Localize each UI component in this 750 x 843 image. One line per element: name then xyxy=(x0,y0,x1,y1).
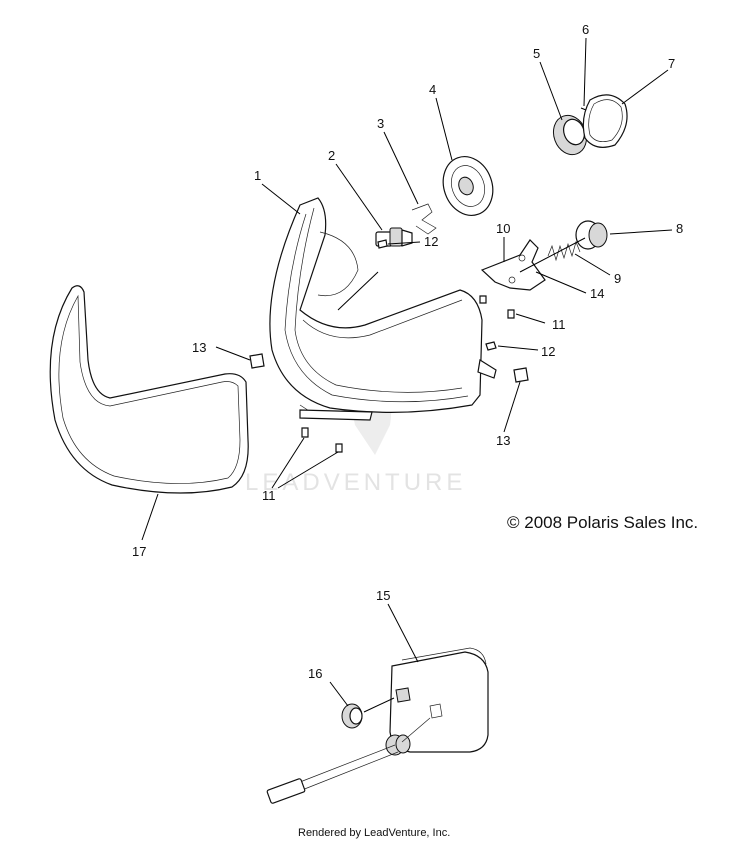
footer-text: Rendered by LeadVenture, Inc. xyxy=(298,827,450,839)
ring-gasket-part-7 xyxy=(582,94,628,148)
callout-12-top: 12 xyxy=(424,234,438,249)
callout-11-left: 11 xyxy=(262,488,276,503)
wiring-harness xyxy=(266,717,431,804)
adjuster-knob-part-8 xyxy=(575,220,608,250)
callout-14: 14 xyxy=(590,286,604,301)
callout-4: 4 xyxy=(429,82,436,97)
clip-part-13 xyxy=(249,353,529,383)
callout-7: 7 xyxy=(668,56,675,71)
ballast-module-part-15 xyxy=(389,647,489,753)
callout-13-right: 13 xyxy=(496,433,510,448)
callout-2: 2 xyxy=(328,148,335,163)
copyright-text: © 2008 Polaris Sales Inc. xyxy=(507,513,698,532)
bracket-part-10 xyxy=(480,239,546,291)
lamp-part-5 xyxy=(552,114,588,156)
headlight-housing-part-1 xyxy=(269,197,497,421)
callout-6: 6 xyxy=(582,22,589,37)
bolt-part-12 xyxy=(377,239,497,351)
leader-lines xyxy=(141,37,673,713)
callouts: 1 2 3 4 5 6 7 8 9 10 11 11 12 12 13 13 1… xyxy=(132,22,683,681)
callout-9: 9 xyxy=(614,271,621,286)
callout-3: 3 xyxy=(377,116,384,131)
callout-8: 8 xyxy=(676,221,683,236)
callout-15: 15 xyxy=(376,588,390,603)
screw-part-11 xyxy=(301,295,515,453)
gasket-seal-part-17 xyxy=(49,285,249,494)
dust-cap-part-4 xyxy=(442,156,494,216)
retaining-clip-part-3 xyxy=(411,203,437,235)
callout-12-right: 12 xyxy=(541,344,555,359)
callout-13-left: 13 xyxy=(192,340,206,355)
callout-11-right: 11 xyxy=(552,317,566,332)
watermark-text: LEADVENTURE xyxy=(245,469,466,496)
adjuster-rod-part-14 xyxy=(519,237,586,273)
callout-10: 10 xyxy=(496,221,510,236)
grommet-part-16 xyxy=(341,703,363,729)
callout-16: 16 xyxy=(308,666,322,681)
callout-1: 1 xyxy=(254,168,261,183)
callout-17: 17 xyxy=(132,544,146,559)
callout-5: 5 xyxy=(533,46,540,61)
spring-part-9 xyxy=(547,240,581,262)
